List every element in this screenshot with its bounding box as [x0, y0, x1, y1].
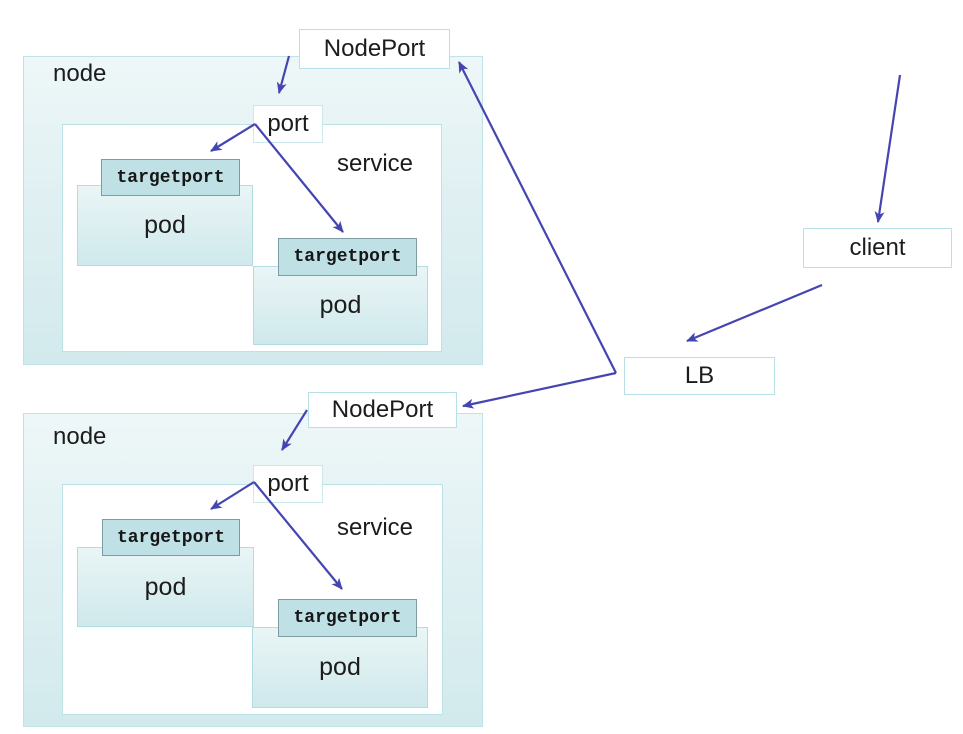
pod-4-box: pod — [252, 627, 428, 708]
port-2-box: port — [253, 465, 323, 503]
nodeport-2-label: NodePort — [331, 396, 434, 423]
service-2-label: service — [337, 514, 414, 541]
pod-3-label: pod — [144, 572, 187, 601]
targetport-2-box: targetport — [278, 238, 417, 276]
pod-3-box: pod — [77, 547, 254, 627]
nodeport-1-box: NodePort — [299, 29, 450, 69]
targetport-3-label: targetport — [116, 527, 226, 548]
targetport-2-label: targetport — [293, 247, 402, 267]
arrow-client-to-lb — [686, 283, 823, 343]
port-1-label: port — [267, 110, 309, 137]
lb-label: LB — [684, 362, 715, 389]
pod-2-label: pod — [319, 291, 362, 319]
service-1-label: service — [337, 150, 414, 177]
pod-4-label: pod — [319, 653, 361, 681]
arrow-inbound-to-client — [874, 74, 902, 223]
arrow-lb-to-nodeport-2 — [462, 371, 617, 409]
pod-2-box: pod — [253, 266, 428, 345]
pod-1-label: pod — [144, 211, 186, 239]
targetport-1-box: targetport — [101, 159, 240, 196]
node-2-label: node — [53, 423, 107, 450]
targetport-1-label: targetport — [116, 167, 225, 188]
targetport-4-box: targetport — [278, 599, 417, 637]
port-2-label: port — [267, 470, 309, 497]
pod-1-box: pod — [77, 185, 253, 266]
nodeport-2-box: NodePort — [308, 392, 457, 428]
client-box: client — [803, 228, 952, 268]
nodeport-1-label: NodePort — [323, 35, 426, 62]
targetport-4-label: targetport — [293, 608, 402, 628]
targetport-3-box: targetport — [102, 519, 240, 556]
port-1-box: port — [253, 105, 323, 143]
node-1-label: node — [53, 60, 107, 87]
client-label: client — [849, 234, 906, 261]
lb-box: LB — [624, 357, 775, 395]
